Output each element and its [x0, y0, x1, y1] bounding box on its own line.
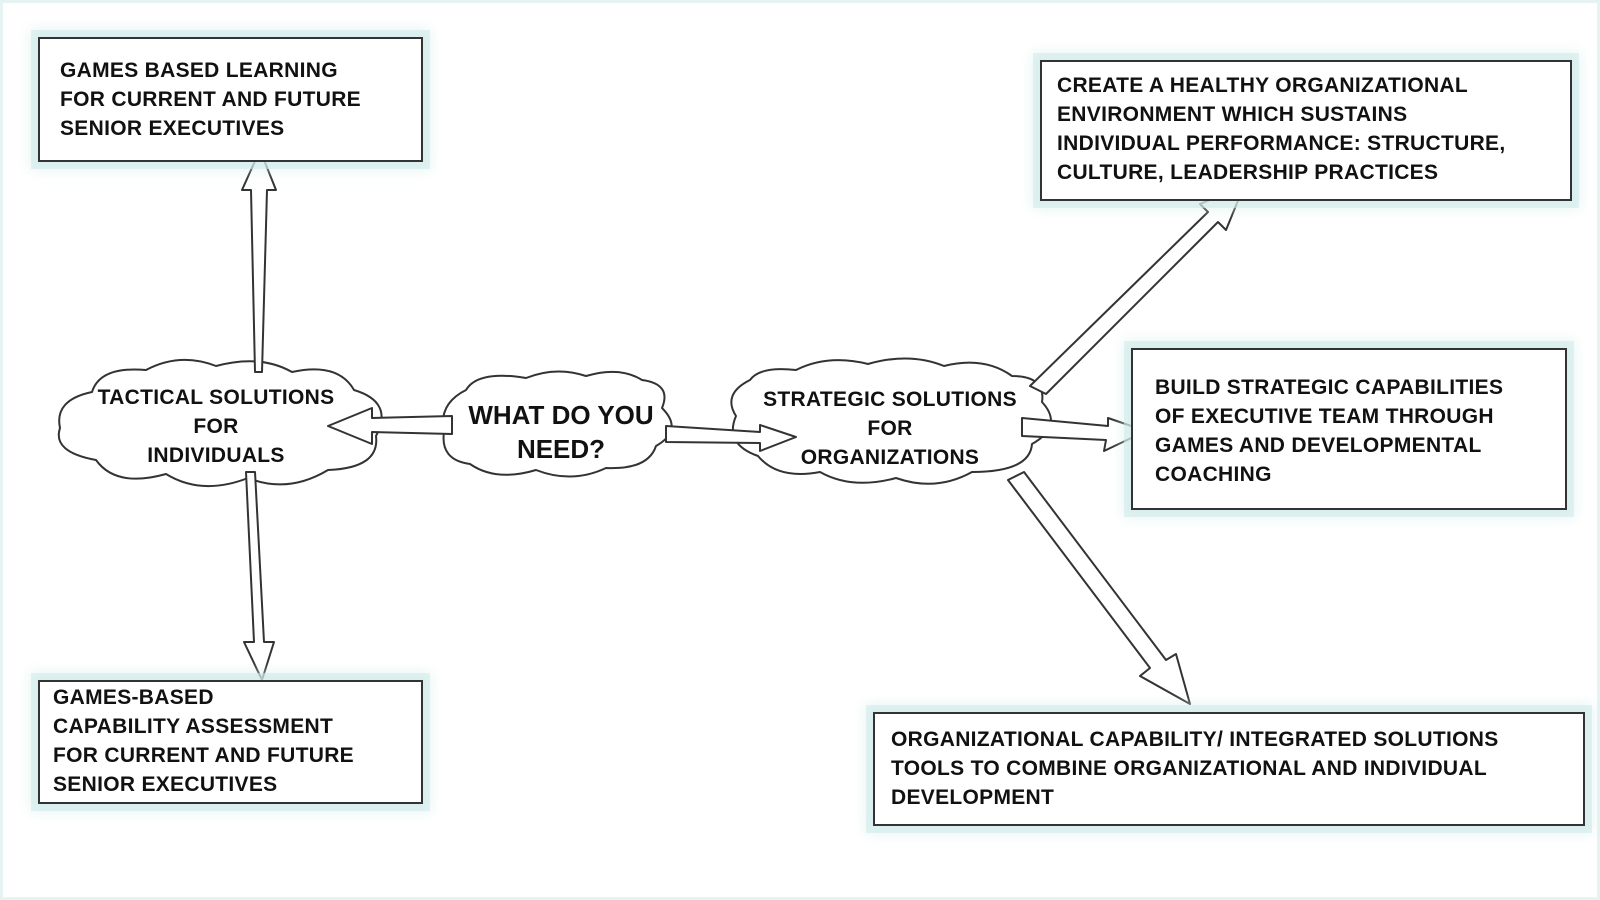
what-do-you-need-cloud [442, 370, 673, 478]
strategic-cloud [730, 357, 1052, 485]
build-strategic-box: BUILD STRATEGIC CAPABILITIES OF EXECUTIV… [1131, 348, 1567, 510]
arrow-to-strategic [665, 424, 797, 452]
arrow-to-games-assessment [243, 471, 275, 681]
tactical-cloud [57, 358, 383, 488]
games-learning-box: GAMES BASED LEARNING FOR CURRENT AND FUT… [38, 37, 423, 162]
arrow-to-healthy-environment [1029, 185, 1245, 395]
arrow-to-games-learning [241, 149, 277, 373]
games-assessment-box: GAMES-BASED CAPABILITY ASSESSMENT FOR CU… [38, 680, 423, 804]
org-capability-box: ORGANIZATIONAL CAPABILITY/ INTEGRATED SO… [873, 712, 1585, 826]
arrow-to-org-capability [1007, 471, 1191, 705]
healthy-environment-box: CREATE A HEALTHY ORGANIZATIONAL ENVIRONM… [1040, 60, 1572, 201]
arrow-to-build-strategic [1021, 417, 1147, 452]
what-do-you-need-label: WHAT DO YOU NEED? [468, 400, 654, 464]
arrow-to-tactical [327, 407, 453, 445]
strategic-solutions-label: STRATEGIC SOLUTIONS FOR ORGANIZATIONS [763, 388, 1017, 469]
tactical-solutions-label: TACTICAL SOLUTIONS FOR INDIVIDUALS [97, 386, 335, 467]
